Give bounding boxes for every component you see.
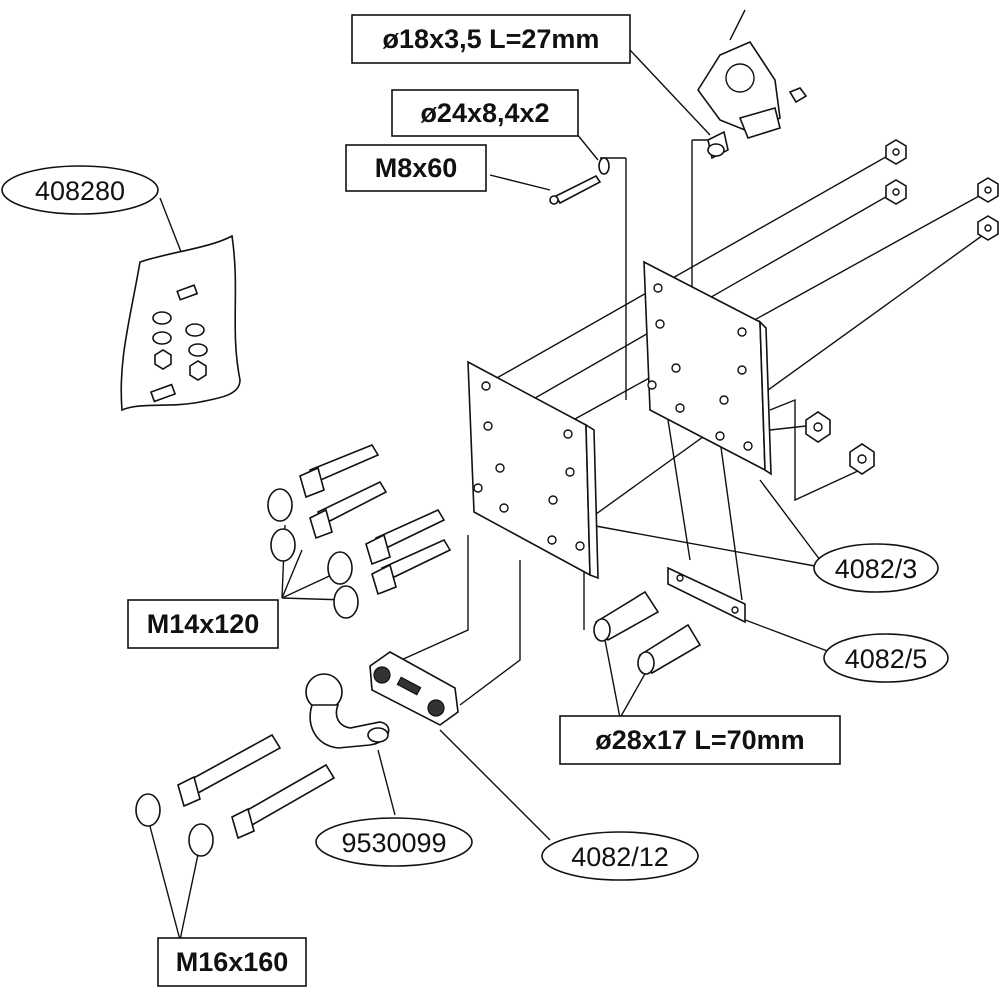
label-spacer-plate: 4082/5 xyxy=(823,633,949,683)
label-bolt-m8: M8x60 xyxy=(345,144,487,192)
spacer-plate xyxy=(667,566,746,624)
label-bolt-m16-text: M16x160 xyxy=(176,947,289,977)
label-sleeve-small-text: ø18x3,5 L=27mm xyxy=(383,24,600,54)
rear-mounting-plate xyxy=(643,260,772,476)
label-washer: ø24x8,4x2 xyxy=(391,89,579,137)
m8-bolt-and-washer xyxy=(549,157,610,205)
tow-ball-part xyxy=(305,673,390,749)
label-kit-text: 408280 xyxy=(35,176,125,206)
hardware-kit-bag xyxy=(120,234,241,412)
label-sleeve-large: ø28x17 L=70mm xyxy=(559,715,841,765)
label-spacer-plate-text: 4082/5 xyxy=(845,644,928,674)
front-mounting-plate xyxy=(467,360,599,580)
label-bolt-m16: M16x160 xyxy=(157,937,307,987)
label-plate-text: 4082/3 xyxy=(835,554,918,584)
m16-bolt-set xyxy=(135,733,336,857)
label-plate: 4082/3 xyxy=(813,543,939,593)
m14-bolt-set xyxy=(267,444,452,619)
label-bracket-text: 4082/12 xyxy=(571,842,669,872)
bracket-part xyxy=(369,651,459,726)
small-sleeve xyxy=(707,130,729,160)
label-washer-text: ø24x8,4x2 xyxy=(420,98,549,128)
label-bolt-m14-text: M14x120 xyxy=(147,609,260,639)
large-sleeves xyxy=(593,590,702,675)
label-sleeve-large-text: ø28x17 L=70mm xyxy=(595,725,804,755)
label-ball: 9530099 xyxy=(315,817,473,867)
label-sleeve-small: ø18x3,5 L=27mm xyxy=(351,14,631,64)
label-bolt-m14: M14x120 xyxy=(127,599,279,649)
rear-nuts xyxy=(805,139,999,475)
label-bracket: 4082/12 xyxy=(541,831,699,881)
label-kit: 408280 xyxy=(1,165,159,215)
label-bolt-m8-text: M8x60 xyxy=(375,153,458,183)
label-ball-text: 9530099 xyxy=(341,828,446,858)
socket-bracket xyxy=(697,40,808,139)
